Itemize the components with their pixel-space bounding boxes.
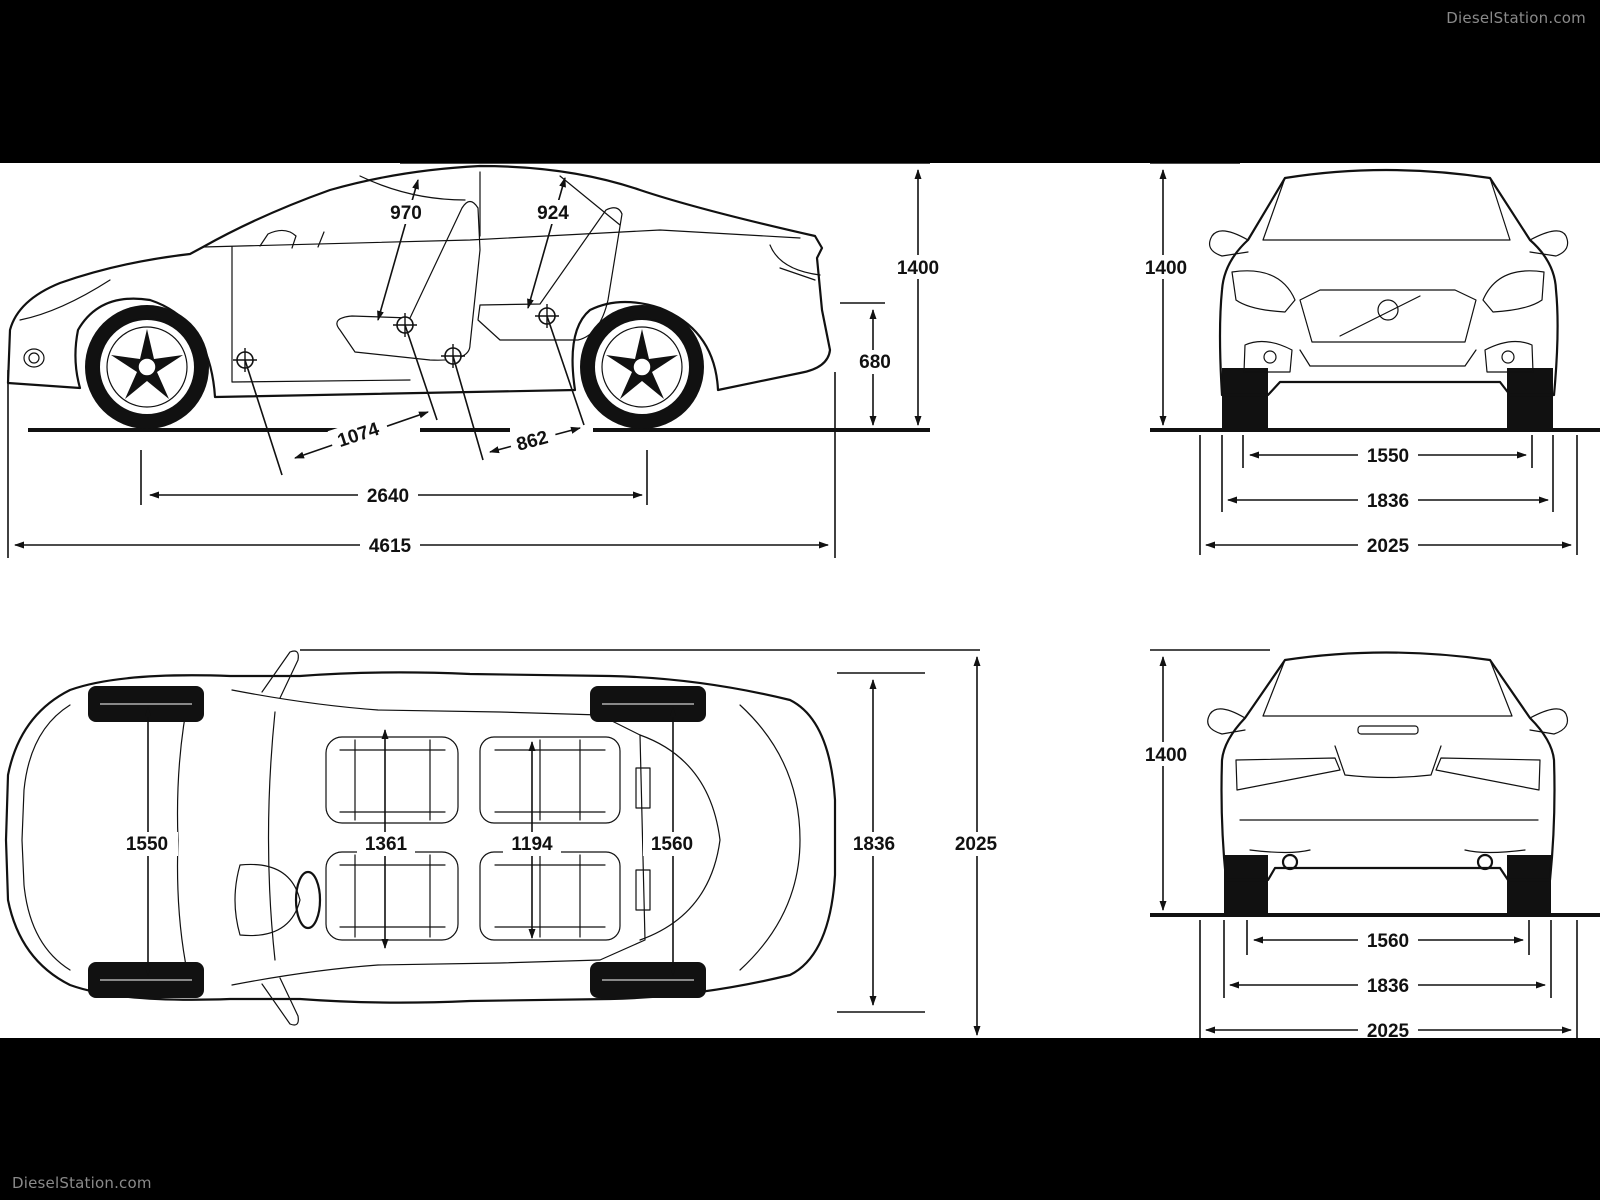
- side-trunk-height: 680: [859, 352, 891, 373]
- side-wheelbase: 2640: [367, 486, 409, 507]
- front-height: 1400: [1145, 258, 1187, 279]
- rear-width-mirrors: 2025: [1367, 1021, 1410, 1038]
- front-view: 1400 1550 1836 2025: [1138, 163, 1600, 557]
- dimension-drawing: 970 924 1400 680 1074 862 2640 4615: [0, 163, 1600, 1038]
- top-rear-track: 1560: [651, 834, 693, 855]
- dimension-svg: 970 924 1400 680 1074 862 2640 4615: [4, 163, 1600, 1038]
- rear-width: 1836: [1367, 976, 1409, 997]
- rear-height: 1400: [1145, 745, 1187, 766]
- front-track: 1550: [1367, 446, 1409, 467]
- rear-body-outline: [1220, 651, 1556, 882]
- top-shoulder-front: 1361: [365, 834, 408, 855]
- side-legroom-front: 1074: [335, 419, 382, 452]
- top-body-outline: [4, 671, 837, 1004]
- rear-view: 1400 1560 1836 2025: [1138, 649, 1600, 1038]
- front-width: 1836: [1367, 491, 1409, 512]
- side-length: 4615: [369, 536, 412, 557]
- top-width-mirrors: 2025: [955, 834, 998, 855]
- top-width: 1836: [853, 834, 895, 855]
- rear-track: 1560: [1367, 931, 1409, 952]
- front-body-outline: [1218, 168, 1559, 397]
- side-view: 970 924 1400 680 1074 862 2640 4615: [6, 163, 948, 558]
- watermark-top: DieselStation.com: [1446, 9, 1586, 27]
- side-height: 1400: [897, 258, 939, 279]
- front-width-mirrors: 2025: [1367, 536, 1410, 557]
- rear-seat: [477, 207, 623, 341]
- watermark-bottom: DieselStation.com: [12, 1174, 152, 1192]
- top-view: 1550 1361 1194 1560 1836 2025: [4, 649, 1007, 1036]
- side-headroom-front: 970: [390, 203, 422, 224]
- top-shoulder-rear: 1194: [511, 834, 553, 855]
- side-headroom-rear: 924: [537, 203, 569, 224]
- top-front-track: 1550: [126, 834, 168, 855]
